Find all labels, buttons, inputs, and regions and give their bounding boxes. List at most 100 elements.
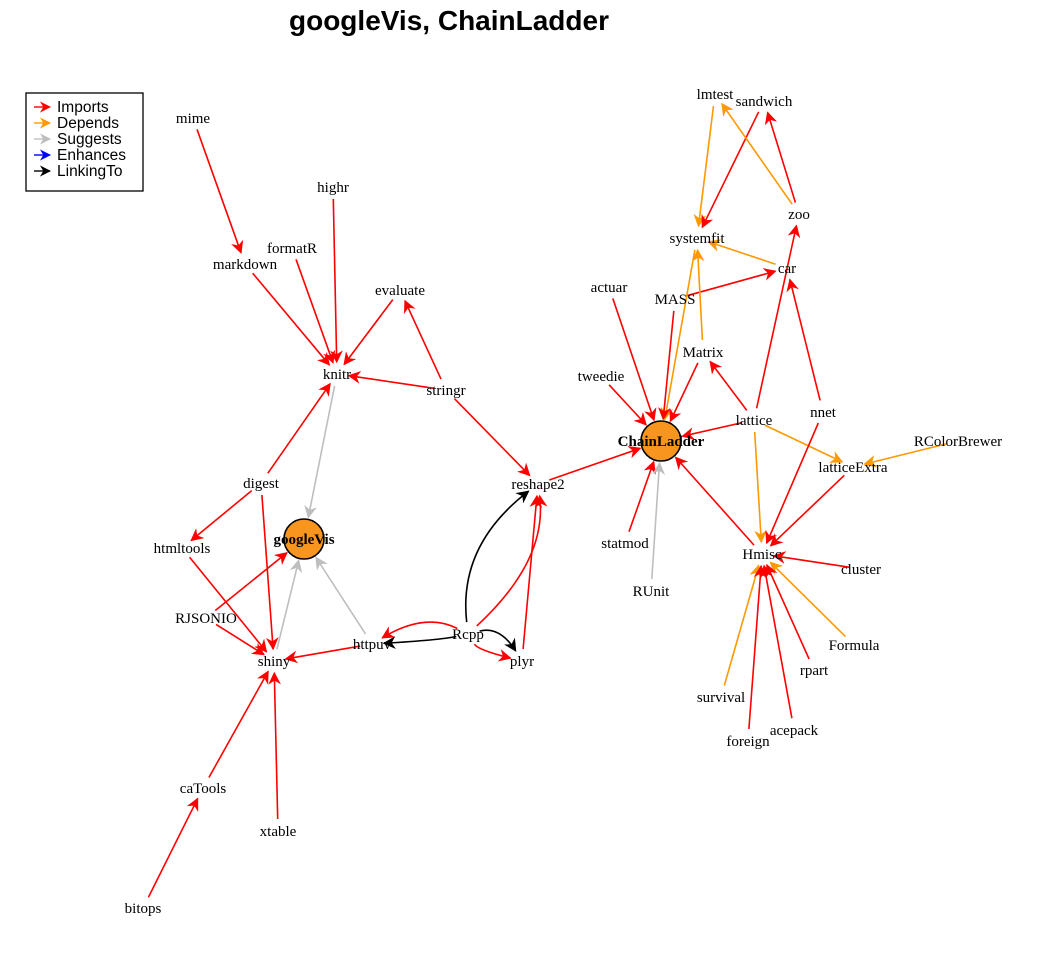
edge-nnet-to-Hmisc — [765, 422, 820, 545]
node-highr: highr — [317, 180, 349, 196]
node-tweedie: tweedie — [578, 369, 625, 385]
node-zoo: zoo — [788, 207, 810, 223]
edge-caTools-to-shiny — [208, 670, 269, 778]
node-RJSONIO: RJSONIO — [175, 611, 237, 627]
node-label: shiny — [258, 654, 291, 670]
node-actuar: actuar — [591, 280, 628, 296]
edge-stringr-to-evaluate — [404, 299, 442, 380]
node-sandwich: sandwich — [736, 94, 793, 110]
edge-knitr-to-googleVis — [304, 385, 336, 519]
edge-Formula-to-Hmisc — [769, 561, 847, 638]
edge-foreign-to-Hmisc — [748, 564, 767, 730]
node-label: Hmisc — [742, 547, 782, 563]
edge-reshape2-to-ChainLadder — [549, 446, 642, 481]
edge-lmtest-to-systemfit — [693, 105, 715, 228]
node-xtable: xtable — [260, 824, 297, 840]
node-Hmisc: Hmisc — [742, 547, 782, 563]
node-stringr: stringr — [426, 383, 465, 399]
edge-plyr-to-reshape2 — [522, 494, 543, 650]
node-label: Matrix — [683, 345, 724, 361]
edge-lattice-to-latticeExtra — [764, 424, 844, 463]
edge-sandwich-to-systemfit — [701, 111, 760, 229]
node-shiny: shiny — [258, 654, 291, 670]
node-label: lattice — [736, 413, 773, 429]
node-googleVis: googleVis — [273, 518, 335, 560]
node-label: reshape2 — [511, 477, 564, 493]
node-latticeExtra: latticeExtra — [818, 460, 887, 476]
edge-shiny-to-googleVis — [276, 559, 303, 650]
node-RUnit: RUnit — [633, 584, 671, 600]
legend-label: Enhances — [57, 147, 126, 164]
edge-httpuv-to-googleVis — [315, 556, 367, 635]
edge-lattice-to-Hmisc — [753, 431, 767, 544]
node-RColorBrewer: RColorBrewer — [914, 434, 1002, 450]
node-label: Rcpp — [452, 627, 484, 643]
node-label: httpuv — [353, 637, 392, 653]
edge-highr-to-knitr — [330, 198, 343, 364]
edge-MASS-to-car — [686, 268, 777, 297]
node-label: evaluate — [375, 283, 425, 299]
node-label: zoo — [788, 207, 810, 223]
node-label: latticeExtra — [818, 460, 887, 476]
edge-htmltools-to-shiny — [188, 556, 268, 653]
edge-survival-to-Hmisc — [723, 564, 762, 686]
node-Rcpp: Rcpp — [452, 627, 484, 643]
node-label: RUnit — [633, 584, 671, 600]
edge-cluster-to-Hmisc — [772, 551, 850, 568]
node-lmtest: lmtest — [697, 87, 734, 103]
edge-formatR-to-knitr — [295, 259, 336, 364]
node-evaluate: evaluate — [375, 283, 425, 299]
node-label: markdown — [213, 257, 278, 273]
node-knitr: knitr — [323, 367, 351, 383]
edge-Matrix-to-ChainLadder — [669, 362, 699, 423]
node-foreign: foreign — [726, 734, 770, 750]
legend-label: Imports — [57, 99, 109, 116]
node-Formula: Formula — [829, 638, 880, 654]
legend-entry-depends: Depends — [34, 115, 119, 132]
node-label: ChainLadder — [618, 434, 705, 450]
edge-statmod-to-ChainLadder — [628, 460, 656, 532]
node-label: statmod — [601, 536, 649, 552]
edge-systemfit-to-ChainLadder — [660, 249, 696, 421]
edge-RJSONIO-to-googleVis — [214, 551, 288, 612]
node-survival: survival — [697, 690, 745, 706]
edge-Rcpp-to-plyr — [479, 629, 517, 652]
edge-Rcpp-to-reshape2 — [476, 494, 548, 627]
node-caTools: caTools — [180, 781, 227, 797]
legend-entry-linkingto: LinkingTo — [34, 163, 123, 180]
node-label: MASS — [655, 292, 696, 308]
edge-Hmisc-to-ChainLadder — [674, 456, 755, 546]
edge-MASS-to-ChainLadder — [657, 310, 675, 421]
edge-stringr-to-knitr — [347, 371, 435, 390]
edge-acepack-to-Hmisc — [759, 564, 793, 719]
edge-tweedie-to-ChainLadder — [608, 384, 647, 426]
node-label: caTools — [180, 781, 227, 797]
node-label: car — [778, 261, 796, 277]
edge-digest-to-shiny — [261, 494, 279, 651]
edge-RColorBrewer-to-latticeExtra — [863, 443, 947, 468]
legend-entry-imports: Imports — [34, 99, 109, 116]
edge-lattice-to-ChainLadder — [681, 421, 743, 440]
node-label: plyr — [510, 654, 534, 670]
node-nnet: nnet — [810, 405, 837, 421]
edge-lattice-to-zoo — [755, 224, 801, 409]
edge-RUnit-to-ChainLadder — [651, 461, 666, 580]
node-markdown: markdown — [213, 257, 278, 273]
edge-zoo-to-sandwich — [764, 111, 797, 203]
root-node-circle — [283, 518, 325, 560]
node-label: highr — [317, 180, 349, 196]
edge-Rcpp-to-reshape2 — [465, 490, 530, 623]
node-label: actuar — [591, 280, 628, 296]
node-formatR: formatR — [267, 241, 317, 257]
node-label: nnet — [810, 405, 837, 421]
node-statmod: statmod — [601, 536, 649, 552]
node-label: lmtest — [697, 87, 734, 103]
edge-xtable-to-shiny — [268, 671, 281, 820]
node-label: Formula — [829, 638, 880, 654]
node-label: rpart — [800, 663, 829, 679]
node-plyr: plyr — [510, 654, 534, 670]
node-htmltools: htmltools — [154, 541, 211, 557]
edge-stringr-to-reshape2 — [453, 398, 531, 477]
